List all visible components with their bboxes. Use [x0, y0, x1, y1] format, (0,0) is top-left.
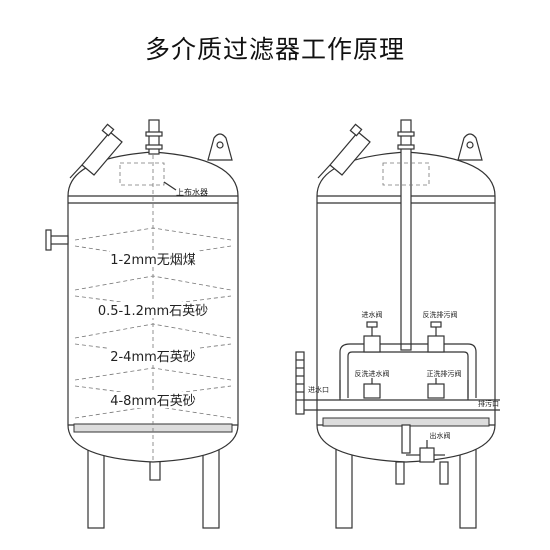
layer-label-4: 4-8mm石英砂: [110, 394, 196, 409]
backwash-inlet-valve: [363, 378, 381, 399]
manifold-outer-loop: [339, 343, 477, 398]
inlet-port-label: 进水口: [308, 385, 329, 394]
page-title: 多介质过滤器工作原理: [144, 35, 405, 64]
right-tank-lug-hole: [466, 141, 474, 149]
inlet-valve-label: 进水阀: [362, 310, 383, 319]
layer-boundary-3: [74, 323, 232, 339]
distributor-leader-line: [163, 181, 177, 191]
left-tank: 上布水器 1-2mm无烟煤 0.5-1.2mm石英砂 2-4mm石英砂 4-8m…: [45, 119, 239, 529]
left-tank-top-flange: [145, 131, 163, 137]
right-tank-leg-left: [335, 444, 353, 529]
right-tank-center-pipe: [400, 119, 412, 351]
left-tank-lifting-lug: [207, 133, 233, 161]
left-tank-top-flange-2: [145, 144, 163, 150]
right-tank-manhole: [317, 123, 371, 179]
left-tank-side-nozzle: [49, 235, 69, 245]
right-tank-top-flange-2: [397, 144, 415, 150]
upper-distributor: [119, 162, 165, 186]
right-tank-lifting-lug: [457, 133, 483, 161]
layer-label-bg-1: [110, 251, 200, 267]
manifold-inner-loop: [347, 351, 469, 398]
layer-boundary-2: [74, 275, 232, 291]
drain-port-label: 排污口: [478, 399, 499, 408]
left-tank-manhole: [69, 123, 123, 179]
left-tank-leg-right: [202, 444, 220, 529]
right-tank-leg-right: [459, 444, 477, 529]
layer-label-2: 0.5-1.2mm石英砂: [98, 304, 208, 319]
left-tank-top-pipe: [148, 119, 160, 155]
layer-label-bg-3: [108, 348, 200, 364]
backwash-drain-valve-label: 反洗排污阀: [423, 310, 458, 319]
layer-label-bg-2: [92, 302, 216, 318]
side-vertical-pipe: [295, 351, 305, 415]
inlet-valve: [363, 321, 381, 353]
right-tank: 进水阀 反洗排污阀 反洗进水阀 正洗排污阀 进水口 排污口: [295, 119, 500, 529]
upper-distributor-label: 上布水器: [176, 187, 208, 197]
backwash-inlet-valve-label: 反洗进水阀: [355, 369, 390, 378]
layer-label-3: 2-4mm石英砂: [110, 350, 196, 365]
bottom-outlet-pipe: [401, 424, 411, 454]
layer-boundary-4: [74, 367, 232, 381]
right-upper-distributor: [382, 162, 430, 186]
left-tank-lug-hole: [216, 141, 224, 149]
left-tank-side-flange: [45, 229, 52, 251]
forward-drain-valve-label: 正洗排污阀: [427, 369, 462, 378]
layer-label-bg-4: [108, 392, 200, 408]
right-tank-top-flange: [397, 131, 415, 137]
left-tank-leg-left: [87, 444, 105, 529]
outlet-valve: [395, 440, 449, 485]
backwash-drain-valve: [427, 321, 445, 353]
layer-boundary-1: [74, 227, 232, 241]
forward-drain-valve: [427, 378, 445, 399]
layer-label-1: 1-2mm无烟煤: [110, 253, 196, 268]
outlet-valve-label: 出水阀: [430, 431, 451, 440]
